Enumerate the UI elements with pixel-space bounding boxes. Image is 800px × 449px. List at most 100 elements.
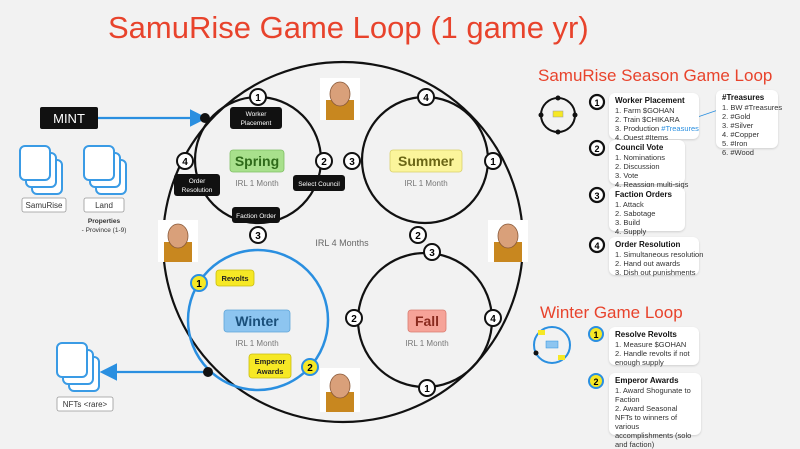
worker-label-line1: Worker (246, 111, 268, 118)
svg-text:4: 4 (490, 314, 496, 325)
panel-heading: Council Vote (615, 143, 664, 152)
winter-label-bg (223, 309, 291, 333)
spring-step-3-badge: 3 (249, 226, 267, 244)
panel-heading: Faction Orders (615, 190, 672, 199)
panel-line: 6. #Wood (722, 148, 754, 157)
spring-duration: IRL 1 Month (235, 179, 278, 188)
spring-name: Spring (235, 153, 279, 169)
season-item-4-badge: 4 (588, 236, 606, 254)
svg-text:1: 1 (196, 279, 202, 290)
resolve-revolts-panel: Resolve Revolts 1. Measure $GOHAN 2. Han… (609, 327, 699, 367)
spring-step-1-badge: 1 (249, 88, 267, 106)
panel-line: 3. Vote (615, 171, 639, 180)
winter-step-2-badge: 2 (301, 358, 319, 376)
order-resolution-panel: Order Resolution 1. Simultaneous resolut… (609, 237, 703, 277)
emperor-label-line1: Emperor (255, 357, 286, 366)
season-loop-mini-icon (538, 95, 578, 135)
panel-heading: Resolve Revolts (615, 330, 677, 339)
panel-line: 1. Award Shogunate to Faction (615, 386, 691, 404)
svg-text:2: 2 (415, 231, 421, 242)
summer-step-3-badge: 3 (343, 152, 361, 170)
spring-step-4-badge: 4 (176, 152, 194, 170)
emperor-awards-panel: Emperor Awards 1. Award Shogunate to Fac… (609, 373, 701, 449)
mint-label: MINT (53, 111, 85, 126)
svg-text:2: 2 (594, 144, 599, 154)
fall-label-bg (407, 309, 447, 333)
fall-season-label: Fall IRL 1 Month (405, 309, 449, 348)
summer-duration: IRL 1 Month (404, 179, 447, 188)
council-vote-panel: Council Vote 1. Nominations 2. Discussio… (609, 140, 688, 189)
land-nft-card-stack[interactable]: Land (83, 145, 127, 213)
mint-entry-dot (200, 113, 210, 123)
summer-step-1-badge: 1 (484, 152, 502, 170)
panel-line: 4. Quest #Items (615, 133, 668, 142)
spring-step-2-badge: 2 (315, 152, 333, 170)
panel-line: 4. #Copper (722, 130, 760, 139)
emperor-label-line2: Awards (257, 367, 284, 376)
winter-step-revolts[interactable]: Revolts (215, 269, 255, 287)
season-item-3-badge: 3 (588, 186, 606, 204)
svg-text:4: 4 (182, 157, 188, 168)
svg-text:2: 2 (321, 157, 327, 168)
fall-step-4-badge: 4 (484, 309, 502, 327)
winter-step-emperor-awards[interactable]: Emperor Awards (248, 353, 292, 379)
panel-line: 2. Discussion (615, 162, 660, 171)
mint-button[interactable]: MINT (40, 107, 98, 129)
svg-text:2: 2 (351, 314, 357, 325)
rare-nft-card-stack[interactable]: NFTs <rare> (56, 342, 114, 412)
svg-text:1: 1 (490, 157, 496, 168)
svg-text:3: 3 (594, 191, 599, 201)
svg-text:3: 3 (255, 231, 261, 242)
properties-title: Properties (88, 218, 121, 225)
panel-line: 1. Farm $GOHAN (615, 106, 675, 115)
faction-order-label: Faction Order (236, 213, 277, 220)
spring-step-faction-order[interactable]: Faction Order (232, 207, 280, 223)
fall-name: Fall (415, 313, 439, 329)
season-loop-title: SamuRise Season Game Loop (538, 66, 773, 85)
season-item-2-badge: 2 (588, 139, 606, 157)
svg-text:4: 4 (423, 93, 429, 104)
summer-step-4-badge: 4 (417, 88, 435, 106)
revolts-label: Revolts (221, 274, 248, 283)
select-council-label: Select Council (298, 181, 340, 188)
spring-season-label: Spring IRL 1 Month (229, 149, 285, 188)
panel-line: 3. Dish out punishments (615, 268, 696, 277)
panel-line: 2. Handle revolts if not enough supply (615, 349, 690, 367)
svg-text:1: 1 (593, 330, 598, 340)
panel-line: 3. Production #Treasures (615, 124, 699, 133)
winter-duration: IRL 1 Month (235, 339, 278, 348)
spring-step-worker-placement[interactable]: Worker Placement (230, 107, 282, 129)
summer-name: Summer (398, 153, 455, 169)
panel-heading: Order Resolution (615, 240, 681, 249)
worker-placement-panel: Worker Placement 1. Farm $GOHAN 2. Train… (609, 93, 699, 142)
fall-step-2-badge: 2 (345, 309, 363, 327)
panel-line: 1. Attack (615, 200, 644, 209)
winter-item-1-badge: 1 (588, 326, 604, 342)
panel-heading: Emperor Awards (615, 376, 679, 385)
panel-line: 1. Nominations (615, 153, 666, 162)
svg-text:1: 1 (594, 98, 599, 108)
panel-line: 5. #Iron (722, 139, 748, 148)
panel-line: 2. Award Seasonal NFTs to winners of var… (615, 404, 692, 449)
panel-line: 4. Reassign multi-sigs (615, 180, 689, 189)
panel-line: 2. #Gold (722, 112, 751, 121)
summer-season-label: Summer IRL 1 Month (389, 149, 463, 188)
fall-duration: IRL 1 Month (405, 339, 448, 348)
treasures-link[interactable]: #Treasures (661, 124, 699, 133)
svg-text:1: 1 (255, 93, 261, 104)
page-title: SamuRise Game Loop (1 game yr) (108, 10, 589, 45)
center-duration-label: IRL 4 Months (315, 238, 369, 248)
panel-line: 1. BW #Treasures (722, 103, 783, 112)
svg-text:2: 2 (307, 363, 313, 374)
nfts-card-label: NFTs <rare> (63, 400, 108, 409)
panel-heading: #Treasures (722, 93, 765, 102)
winter-name: Winter (235, 313, 279, 329)
svg-text:4: 4 (594, 241, 599, 251)
spring-step-order-resolution[interactable]: Order Resolution (174, 174, 220, 196)
spring-step-select-council[interactable]: Select Council (293, 175, 345, 191)
panel-line: 3. Build (615, 218, 641, 227)
samurise-nft-card-stack[interactable]: SamuRise (19, 145, 67, 213)
panel-line: 4. Supply (615, 227, 647, 236)
worker-label-line2: Placement (241, 120, 272, 127)
